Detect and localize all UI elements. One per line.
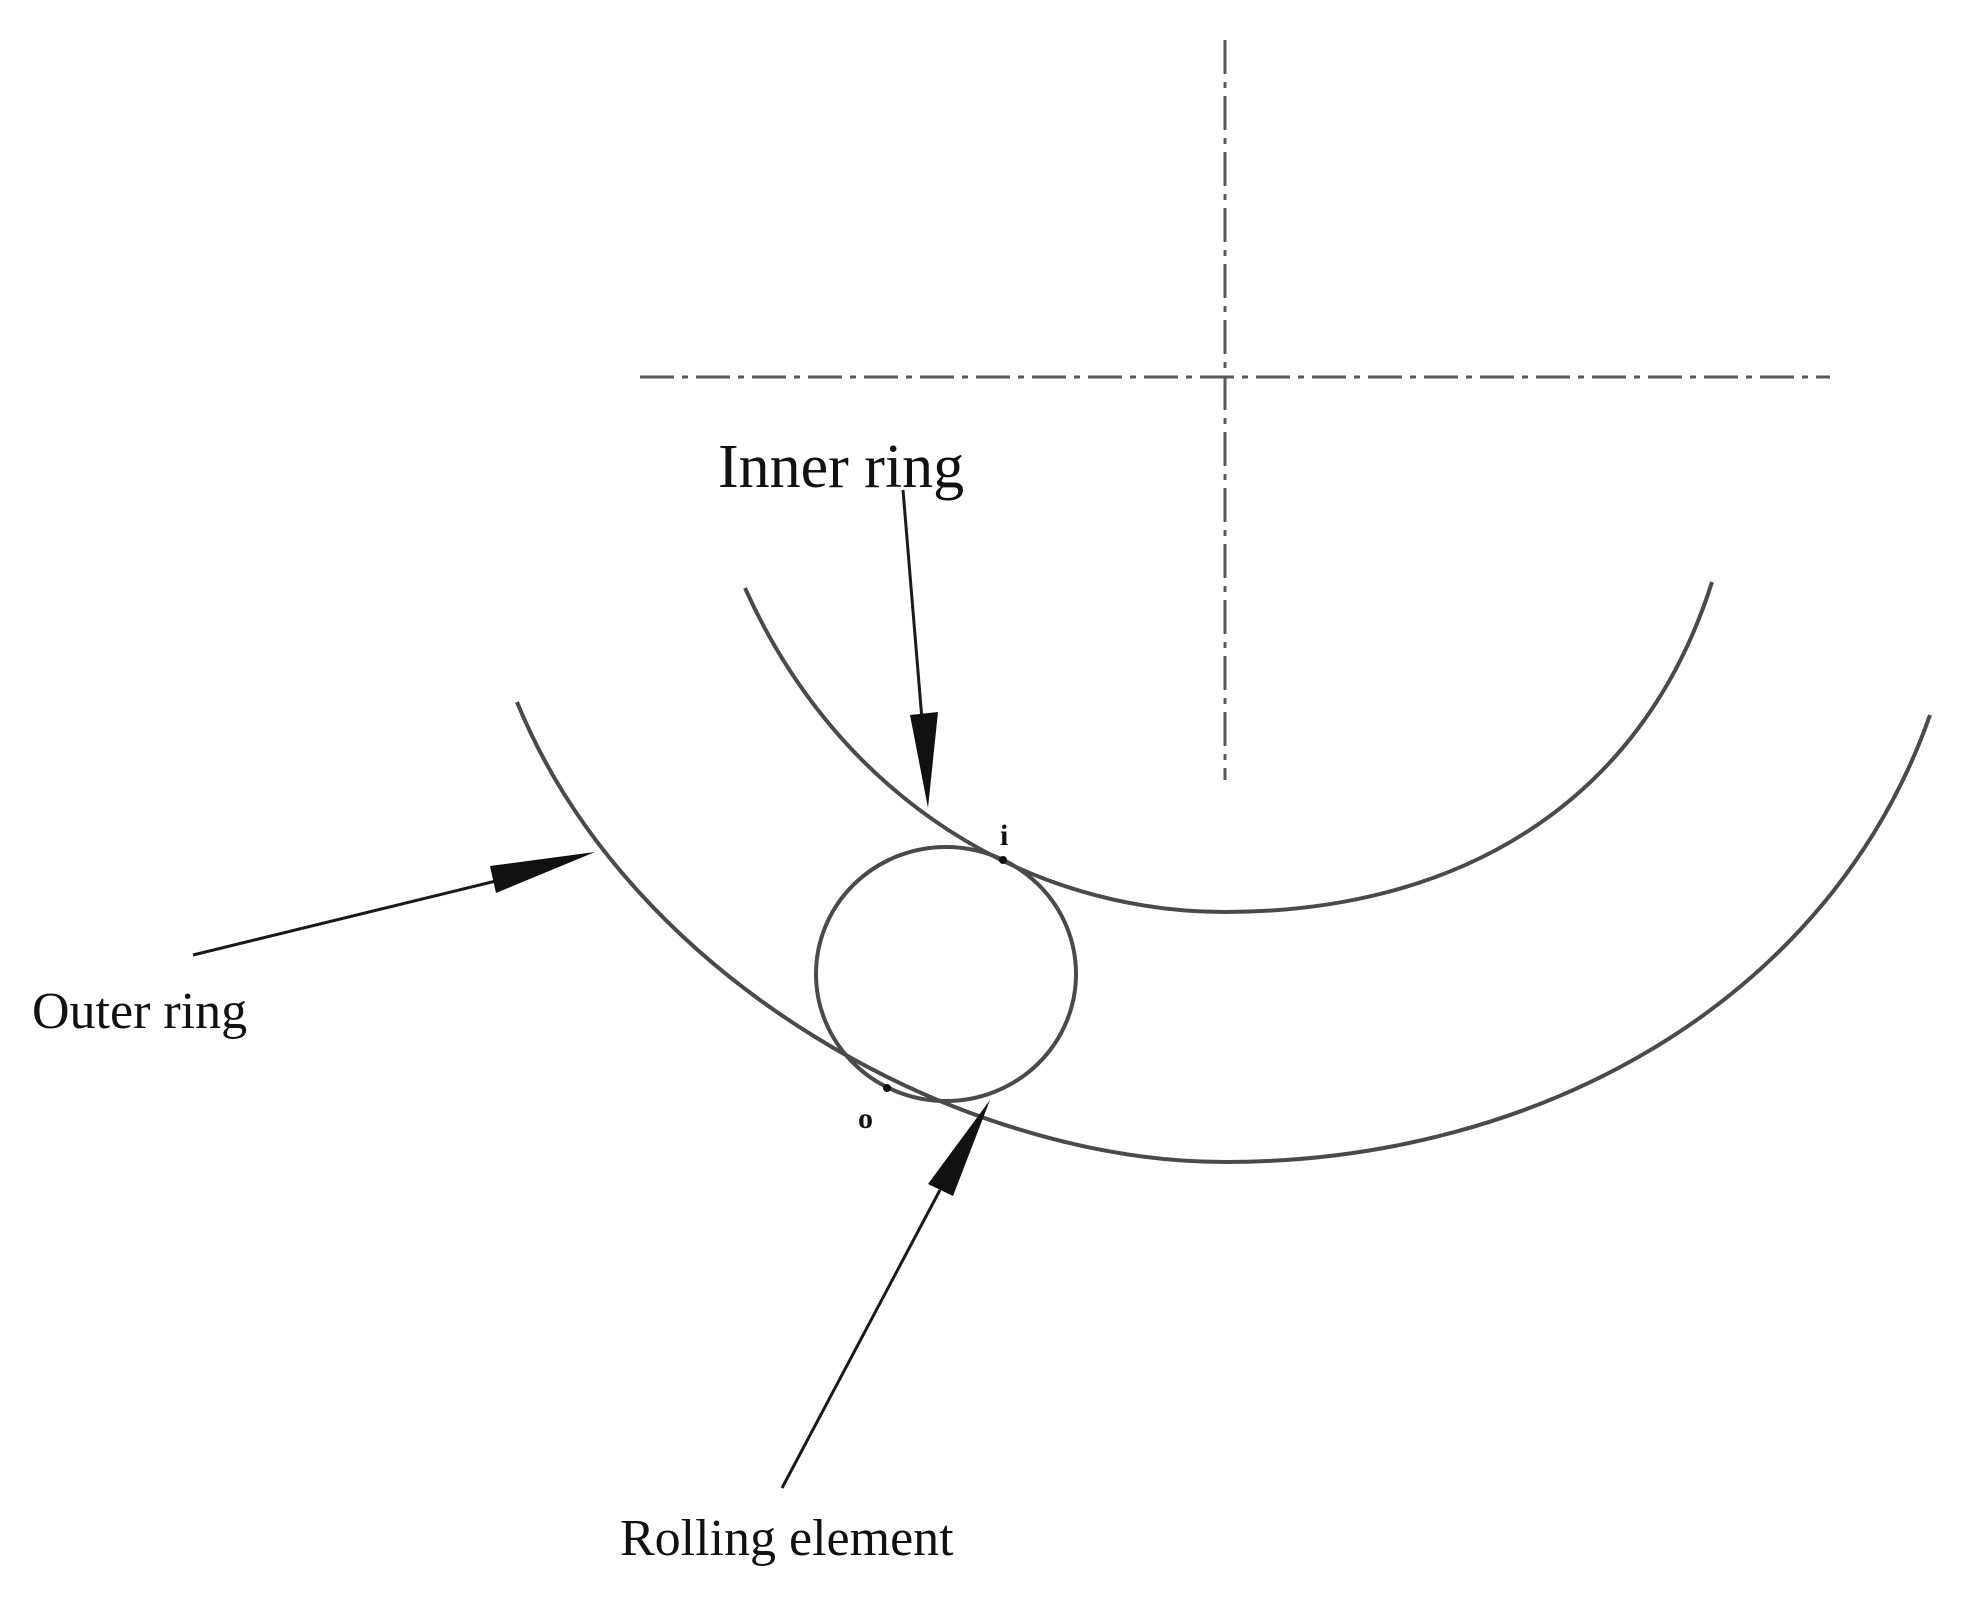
inner-contact-label: i <box>1000 819 1008 852</box>
inner-ring-arc <box>743 581 1714 915</box>
rolling-element-label: Rolling element <box>620 1510 954 1567</box>
rolling-element-arrowhead <box>928 1100 990 1196</box>
inner-ring-label: Inner ring <box>718 433 964 501</box>
outer-contact-label: o <box>858 1102 873 1135</box>
inner-contact-point <box>999 856 1007 864</box>
inner-ring-arrowhead <box>910 712 938 808</box>
outer-ring-leader <box>192 878 501 957</box>
outer-ring-arrowhead <box>490 852 595 893</box>
outer-contact-point <box>883 1084 891 1092</box>
outer-ring-arc <box>515 701 1932 1165</box>
rolling-element-leader <box>780 1189 942 1489</box>
inner-ring-leader <box>901 489 924 721</box>
outer-ring-label: Outer ring <box>32 983 247 1040</box>
rolling-element-circle <box>814 845 1078 1103</box>
